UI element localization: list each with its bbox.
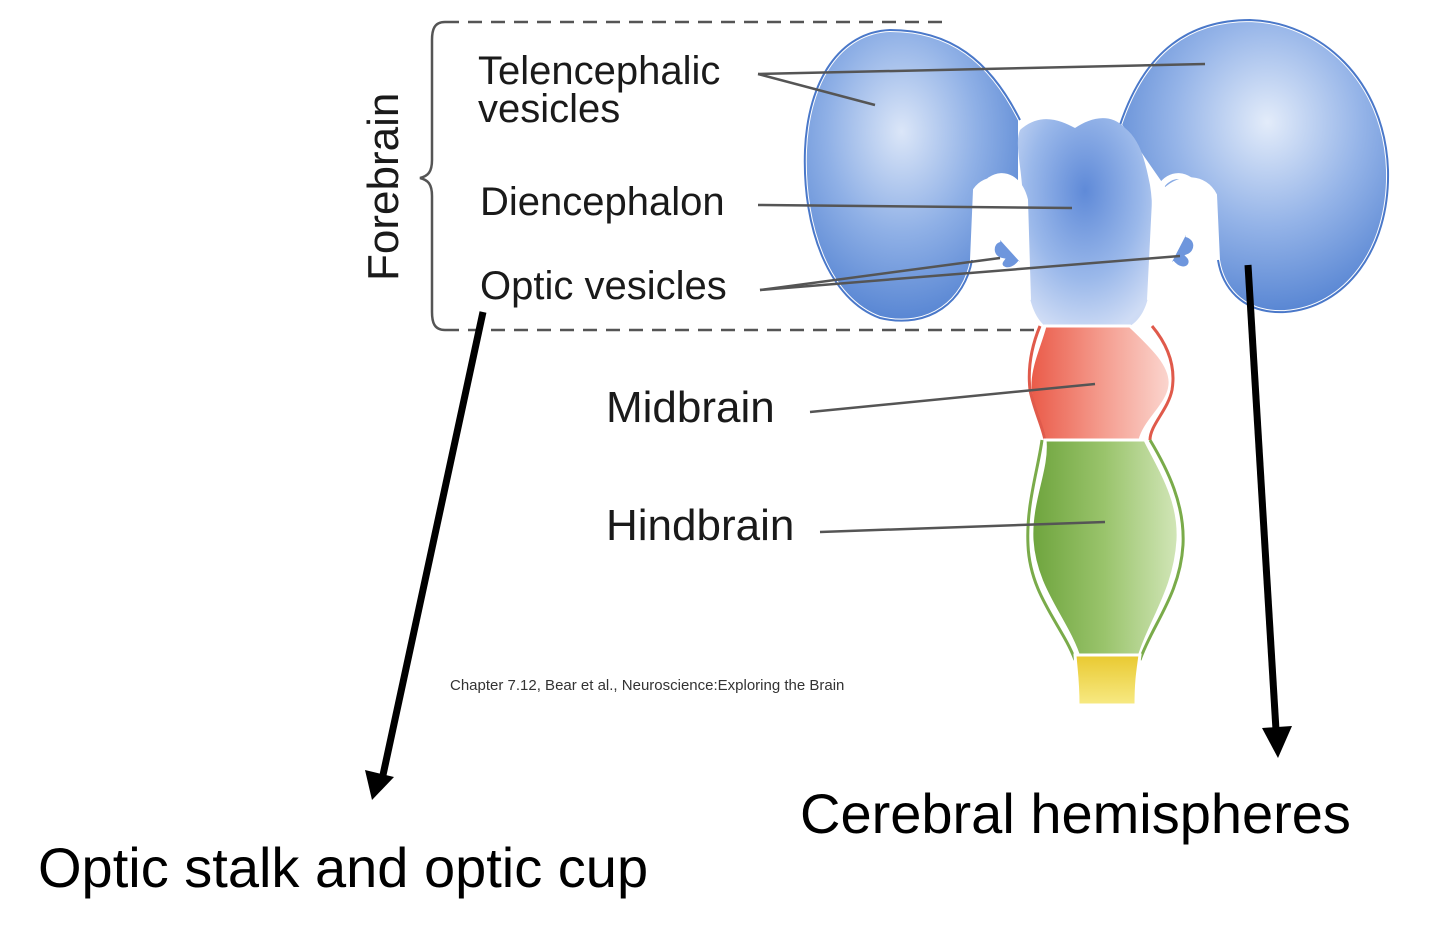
forebrain-brace bbox=[419, 20, 446, 332]
right-optic-vesicle bbox=[1170, 233, 1198, 271]
leader-lines bbox=[757, 62, 1206, 534]
forebrain-dashed-box bbox=[445, 20, 1040, 332]
left-optic-vesicle bbox=[990, 238, 1022, 272]
citation-text: Chapter 7.12, Bear et al., Neuroscience:… bbox=[450, 677, 845, 694]
midbrain-label: Midbrain bbox=[606, 383, 775, 432]
telencephalic-line2: vesicles bbox=[478, 87, 621, 131]
telencephalic-line1: Telencephalic bbox=[478, 49, 721, 93]
midbrain-region bbox=[1028, 324, 1172, 442]
cerebral-outcome-arrow bbox=[1244, 264, 1280, 731]
cerebral-arrowhead-icon bbox=[1262, 726, 1292, 758]
outcome-arrows bbox=[365, 264, 1292, 800]
forebrain-label: Forebrain bbox=[359, 92, 408, 281]
diencephalon-chamber bbox=[1017, 118, 1153, 326]
telencephalic-vesicles-label: Telencephalic vesicles bbox=[478, 49, 721, 131]
cerebral-hemispheres-label: Cerebral hemispheres bbox=[800, 782, 1351, 845]
spinal-cord-region bbox=[1073, 653, 1142, 707]
optic-outcome-arrow bbox=[379, 311, 487, 776]
optic-stalk-cup-label: Optic stalk and optic cup bbox=[38, 836, 649, 899]
optic-vesicles-label: Optic vesicles bbox=[480, 264, 727, 308]
hindbrain-label: Hindbrain bbox=[606, 501, 795, 550]
diencephalon-label: Diencephalon bbox=[480, 180, 725, 224]
optic-arrowhead-icon bbox=[365, 770, 394, 800]
